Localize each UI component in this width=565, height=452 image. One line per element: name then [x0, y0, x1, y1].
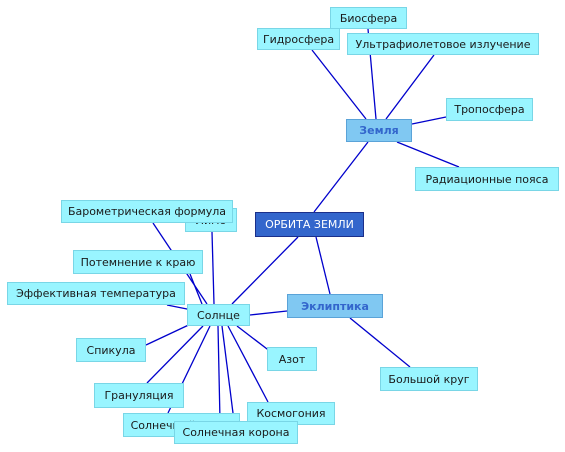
node-limb-darkening[interactable]: Потемнение к краю: [73, 250, 203, 274]
node-solar-corona[interactable]: Солнечная корона: [174, 421, 298, 444]
node-granulation[interactable]: Грануляция: [94, 383, 184, 408]
node-troposphere[interactable]: Тропосфера: [446, 98, 533, 121]
center-ecliptic-link: [315, 236, 331, 295]
earth-node[interactable]: Земля: [346, 119, 412, 142]
node-nitrogen[interactable]: Азот: [267, 347, 317, 371]
ecliptic-node[interactable]: Эклиптика: [287, 294, 383, 318]
sun-node[interactable]: Солнце: [187, 304, 250, 326]
earth-radiation-link: [396, 141, 460, 168]
node-great-circle[interactable]: Большой круг: [380, 367, 478, 391]
sun-nitrogen-link: [236, 325, 272, 353]
sun-limbdark-link: [189, 273, 203, 305]
earth-ultraviolet-link: [385, 54, 435, 120]
node-effective-temperature[interactable]: Эффективная температура: [7, 282, 185, 305]
earth-hydrosphere-link: [311, 49, 367, 120]
ecliptic-greatcircle-link: [349, 317, 411, 368]
sun-spicule-link: [145, 321, 196, 346]
sun-corona-link: [217, 325, 221, 422]
center-sun-link: [231, 236, 299, 305]
node-barometric-formula[interactable]: Барометрическая формула: [61, 200, 233, 223]
sun-ecliptic-link: [249, 310, 288, 316]
earth-troposphere-link: [411, 116, 447, 125]
sun-granulation-link: [146, 325, 204, 384]
sun-corona2-link: [221, 325, 235, 422]
node-radiation-belts[interactable]: Радиационные пояса: [415, 167, 559, 191]
node-spicule[interactable]: Спикула: [76, 338, 146, 362]
node-biosphere[interactable]: Биосфера: [330, 7, 407, 29]
sun-limb-link: [211, 231, 215, 305]
sun-cosmogony-link: [227, 325, 269, 403]
center-node[interactable]: ОРБИТА ЗЕМЛИ: [255, 212, 364, 237]
node-hydrosphere[interactable]: Гидросфера: [257, 28, 340, 50]
node-ultraviolet[interactable]: Ультрафиолетовое излучение: [347, 33, 539, 55]
center-earth-link: [313, 141, 369, 213]
